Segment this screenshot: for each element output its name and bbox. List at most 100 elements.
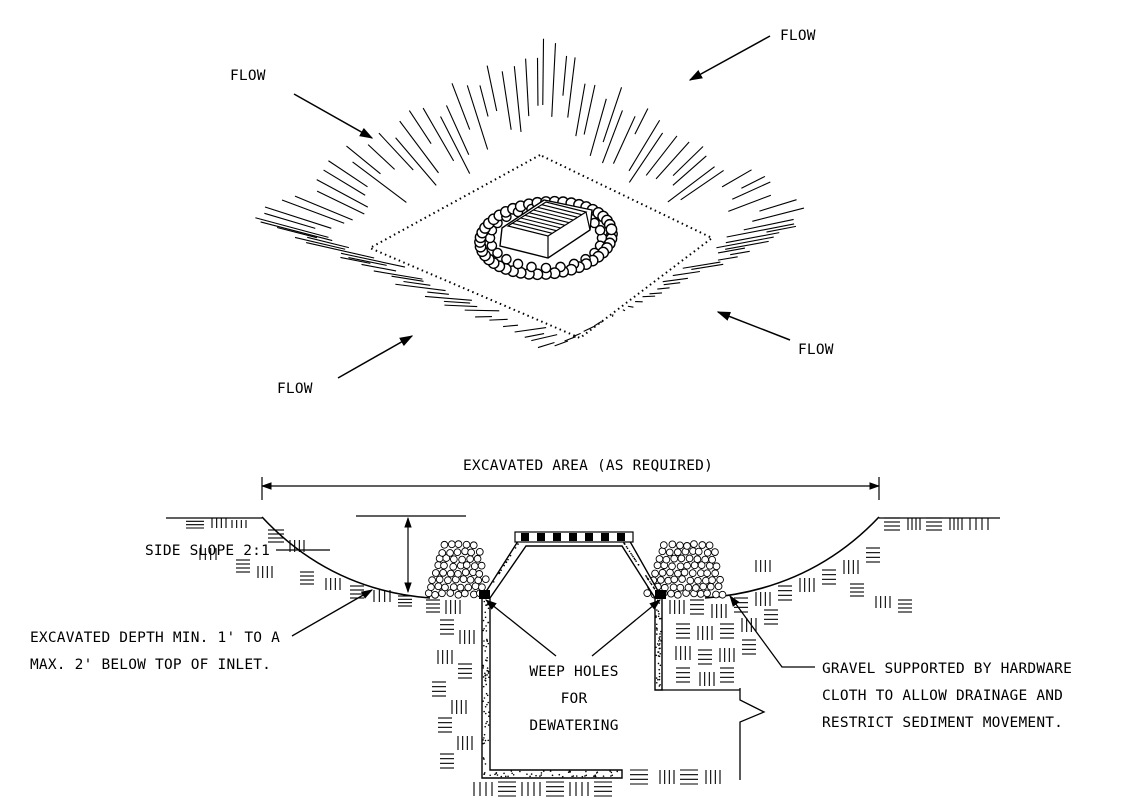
concrete-aggregate-dot [659, 664, 662, 667]
concrete-aggregate-dot [602, 775, 605, 777]
slope-hatch-line [395, 137, 437, 186]
concrete-aggregate-dot [512, 773, 515, 776]
concrete-aggregate-dot [633, 557, 636, 560]
slope-hatch-line [340, 252, 406, 268]
slope-hatch-line [501, 71, 512, 130]
concrete-aggregate-dot [495, 771, 498, 774]
concrete-aggregate-dot [658, 675, 661, 678]
concrete-aggregate-dot [585, 770, 587, 773]
grate-bar-section [553, 533, 561, 541]
slope-hatch-line [642, 295, 656, 298]
concrete-aggregate-dot [483, 742, 486, 744]
gravel-stone [501, 253, 512, 265]
gravel-stone [676, 562, 685, 571]
concrete-aggregate-dot [484, 616, 487, 619]
excavated-depth-note-line1: EXCAVATED DEPTH MIN. 1' TO A [30, 630, 280, 646]
weep-holes-note-line3: DEWATERING [529, 718, 618, 734]
slope-hatch-line [367, 144, 395, 170]
concrete-aggregate-dot [487, 724, 490, 726]
slope-hatch-line [316, 190, 365, 215]
gravel-stone [478, 583, 486, 592]
weep-hole-leader-left [485, 599, 557, 657]
grate-bar-section [537, 533, 545, 541]
concrete-aggregate-dot [486, 638, 488, 641]
gravel-stone [464, 583, 473, 592]
slope-hatch-line [657, 287, 670, 290]
gravel-stone [481, 575, 490, 584]
grate-bar [516, 220, 557, 232]
slope-hatch-line [655, 141, 690, 180]
concrete-aggregate-dot [486, 694, 489, 697]
slope-hatch-line [554, 340, 569, 347]
slope-hatch-line [323, 169, 366, 196]
excavated-area-label: EXCAVATED AREA (AS REQUIRED) [463, 458, 713, 474]
concrete-aggregate-dot [485, 722, 487, 725]
inlet-structure-section [479, 531, 766, 780]
slope-hatch-line [537, 342, 555, 349]
gravel-stone [512, 258, 524, 270]
concrete-aggregate-dot [482, 742, 484, 745]
gravel-stone [460, 589, 469, 598]
concrete-aggregate-dot [482, 619, 485, 622]
gravel-stone [694, 576, 702, 585]
concrete-aggregate-dot [507, 775, 509, 778]
concrete-aggregate-dot [484, 677, 487, 680]
slope-hatch-line [294, 195, 353, 221]
concrete-aggregate-dot [558, 773, 561, 776]
concrete-aggregate-dot [484, 611, 487, 614]
concrete-aggregate-dot [571, 775, 573, 778]
concrete-aggregate-dot [609, 770, 611, 772]
slope-hatch-line [513, 66, 522, 133]
slope-hatch-line [622, 309, 626, 312]
gravel-stone [677, 554, 686, 563]
slope-hatch-line [583, 325, 596, 332]
slope-hatch-line [562, 55, 568, 96]
concrete-aggregate-dot [482, 629, 485, 632]
concrete-aggregate-dot [488, 676, 490, 679]
concrete-aggregate-dot [526, 773, 528, 775]
slope-hatch-line [672, 155, 707, 186]
concrete-aggregate-dot [657, 610, 660, 613]
gravel-stone [461, 568, 470, 577]
concrete-aggregate-dot [656, 643, 659, 645]
gravel-stone [540, 262, 552, 274]
concrete-aggregate-dot [616, 770, 619, 773]
concrete-aggregate-dot [658, 637, 660, 639]
gravel-stone [703, 548, 712, 557]
concrete-aggregate-dot [659, 683, 661, 686]
grate-bar-section [585, 533, 593, 541]
gravel-stone [670, 554, 679, 563]
slope-hatch-line [424, 295, 472, 301]
concrete-aggregate-dot [483, 733, 486, 736]
gravel-stone [680, 568, 689, 577]
concrete-aggregate-dot [482, 739, 484, 741]
concrete-aggregate-dot [483, 758, 485, 760]
gravel-stone [694, 547, 703, 556]
concrete-aggregate-dot [486, 640, 489, 643]
gravel-stone [446, 569, 455, 578]
concrete-aggregate-dot [485, 659, 487, 662]
concrete-aggregate-dot [568, 770, 571, 773]
slope-hatch-line [451, 83, 471, 130]
gravel-stone [477, 561, 486, 570]
concrete-aggregate-dot [483, 710, 485, 713]
slope-hatch-line [593, 321, 602, 327]
concrete-aggregate-dot [484, 725, 486, 728]
concrete-aggregate-dot [487, 672, 490, 674]
concrete-aggregate-dot [630, 552, 632, 555]
grate-bar [533, 209, 574, 221]
concrete-aggregate-dot [572, 775, 575, 777]
gravel-stone [684, 583, 693, 592]
gravel-stone [712, 562, 721, 571]
concrete-aggregate-dot [492, 581, 495, 583]
slope-hatch-line [752, 207, 805, 222]
concrete-aggregate-dot [658, 643, 661, 645]
gravel-stone [447, 540, 456, 549]
slope-hatch-line [662, 277, 688, 283]
gravel-stone [688, 569, 697, 577]
concrete-aggregate-dot [482, 676, 485, 678]
slope-hatch-line [306, 242, 375, 259]
grate-bar-section [521, 533, 529, 541]
concrete-aggregate-dot [623, 542, 625, 544]
slope-hatch-line [672, 270, 700, 277]
